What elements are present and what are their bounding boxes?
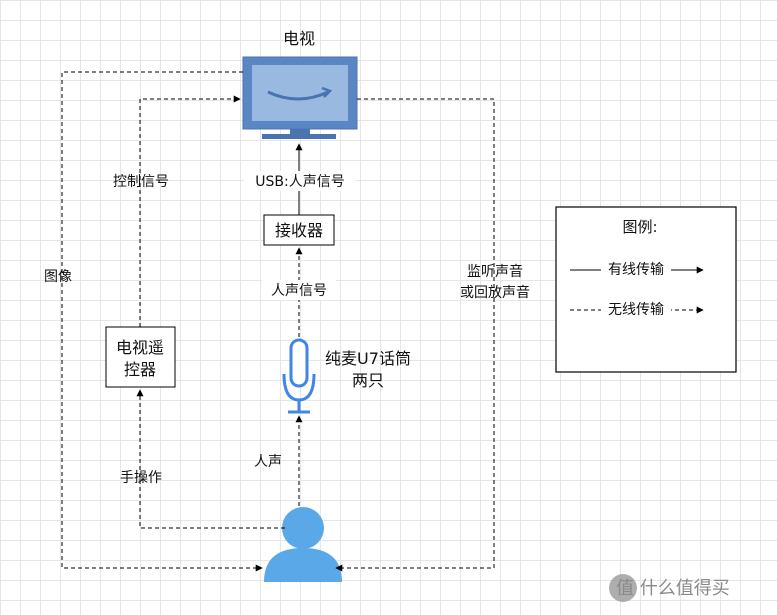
edge-label-monitor-line2: 或回放声音 (460, 284, 530, 301)
receiver-box (263, 214, 335, 246)
person-icon (264, 507, 342, 582)
legend-wired-label: 有线传输 (608, 262, 664, 278)
mic-label-line2: 两只 (352, 371, 384, 390)
edge-label-control-signal: 控制信号 (113, 174, 169, 190)
receiver-label: 接收器 (275, 221, 323, 240)
microphone-icon (282, 338, 316, 414)
remote-label-line2: 控器 (124, 360, 156, 379)
remote-label-line1: 电视遥 (116, 338, 164, 357)
legend-wireless-label: 无线传输 (608, 302, 664, 318)
edge-remote-to-tv (139, 95, 241, 327)
tv-label: 电视 (283, 29, 315, 48)
edge-label-monitor-line1: 监听声音 (467, 263, 523, 280)
tv-icon (242, 56, 358, 139)
edge-label-voice-signal: 人声信号 (271, 283, 327, 299)
edge-tv-to-person (61, 71, 263, 572)
edge-label-hand-op: 手操作 (120, 470, 162, 486)
legend: 图例: 有线传输 无线传输 (555, 206, 737, 373)
watermark-text: 值 什么值得买 (616, 578, 730, 599)
watermark: 值 什么值得买 (609, 574, 730, 602)
edge-tv-to-person-sound (335, 98, 495, 572)
legend-title: 图例: (622, 218, 657, 236)
edge-label-voice: 人声 (254, 454, 282, 470)
edge-label-image: 图像 (44, 269, 72, 285)
watermark-logo-icon (609, 574, 637, 602)
edge-label-usb: USB:人声信号 (255, 174, 344, 190)
mic-label-line1: 纯麦U7话筒 (325, 349, 411, 368)
